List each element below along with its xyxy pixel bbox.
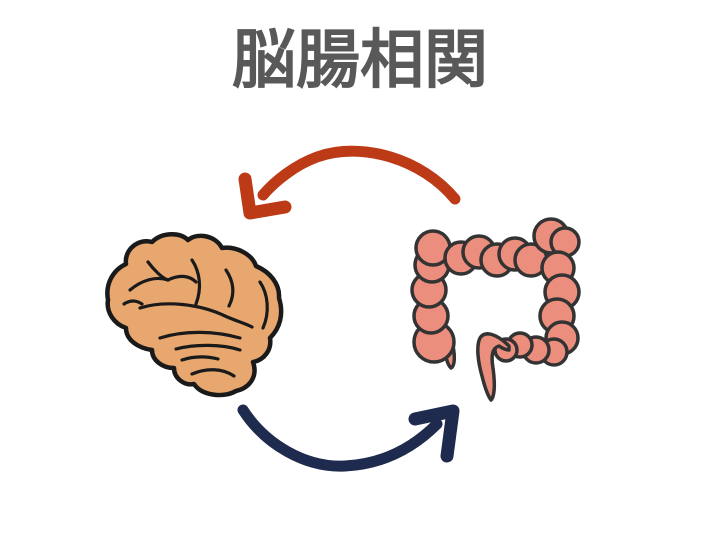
arrow-arc [237,404,443,472]
rectum [476,332,511,402]
brain-gyri-lines [122,258,269,378]
arrow-arc [257,145,461,205]
arrow-head [408,404,460,463]
colon-segments [410,217,581,402]
slide-title: 脳腸相関 [232,24,488,96]
brain-to-gut-arrow [233,398,468,483]
gut-to-brain-arrow [237,137,467,227]
arrow-head [238,172,292,220]
intestine-illustration [405,210,605,410]
brain-outline [105,232,284,398]
brain-illustration [100,228,295,403]
